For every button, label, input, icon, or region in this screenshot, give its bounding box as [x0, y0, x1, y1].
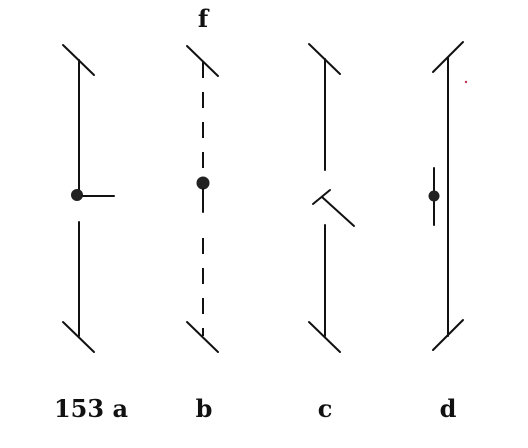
figure-c-bottom-tick — [308, 321, 341, 353]
figure-d — [428, 41, 468, 351]
stray-mark — [464, 80, 468, 84]
figure-d-bottom-tick — [432, 319, 464, 351]
label-153a: 153 a — [54, 394, 128, 423]
figure-b-dot — [196, 176, 210, 190]
figure-b-bottom-tick — [186, 321, 219, 353]
figure-b-top-tick — [186, 45, 219, 77]
figure-a — [62, 44, 115, 353]
figure-c — [308, 43, 355, 353]
label-c: c — [318, 394, 333, 423]
label-d: d — [440, 394, 457, 423]
label-f: f — [198, 4, 210, 33]
figure-d-dot — [428, 190, 440, 202]
figure-a-dot — [71, 189, 83, 201]
figure-c-diagonal-branch — [321, 196, 355, 227]
figure-b — [186, 45, 219, 353]
label-b: b — [196, 394, 213, 423]
figure-a-bottom-tick — [62, 321, 95, 353]
